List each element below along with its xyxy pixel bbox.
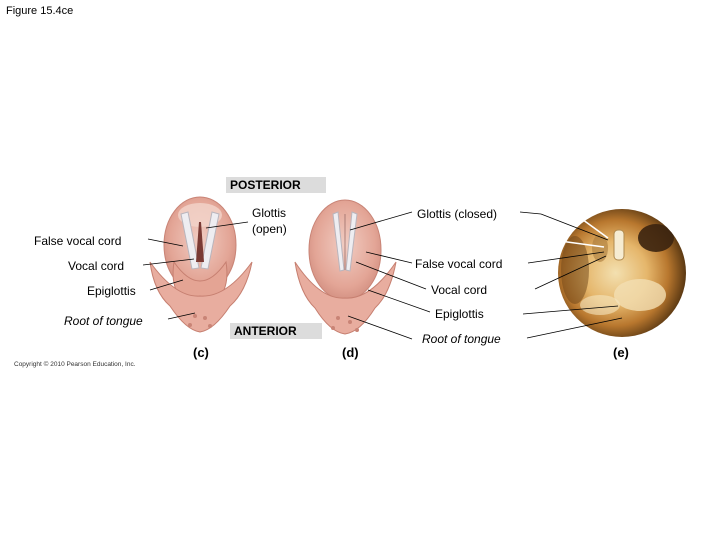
right-label-vocal-cord: Vocal cord [431,283,488,297]
right-label-false-vocal-cord: False vocal cord [415,257,503,271]
larynx-open-illustration [149,196,253,333]
label-glottis-open-line1: Glottis [252,206,287,220]
larynx-closed-illustration [294,199,397,335]
panel-label-c: (c) [193,345,209,360]
label-glottis-open-line2: (open) [252,222,287,236]
right-label-root-of-tongue: Root of tongue [422,332,501,346]
figure-label: Figure 15.4ce [6,5,74,17]
left-label-vocal-cord: Vocal cord [68,259,125,273]
laryngoscope-photo [558,209,686,337]
left-label-epiglottis: Epiglottis [87,284,136,298]
anterior-header: ANTERIOR [230,323,322,339]
leader-lines [142,211,623,340]
left-label-root-of-tongue: Root of tongue [64,314,143,328]
panel-label-e: (e) [613,345,629,360]
photo-leader-lines [545,192,609,248]
right-label-glottis-closed: Glottis (closed) [417,207,498,221]
left-label-false-vocal-cord: False vocal cord [34,234,122,248]
posterior-header: POSTERIOR [226,177,326,193]
copyright-text: Copyright © 2010 Pearson Education, Inc. [14,361,136,368]
right-label-epiglottis: Epiglottis [435,307,484,321]
panel-label-d: (d) [342,345,359,360]
